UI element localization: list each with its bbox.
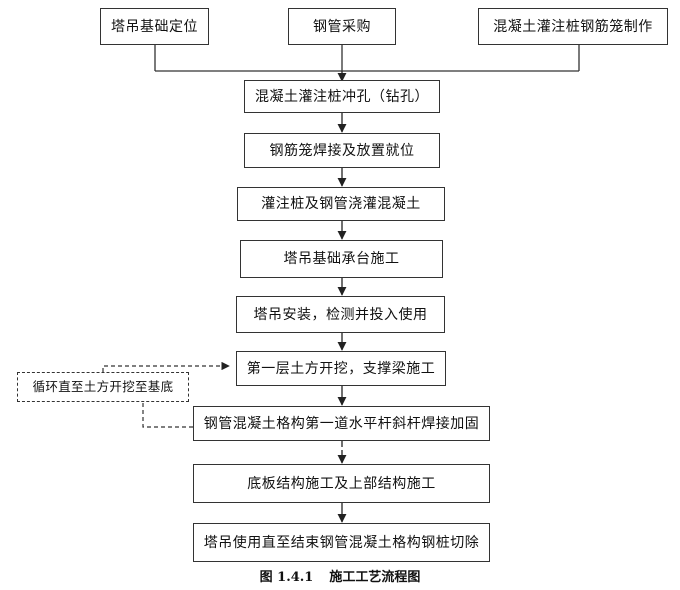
figure-number: 图 1.4.1	[259, 570, 314, 585]
figure-caption: 图 1.4.1 施工工艺流程图	[0, 566, 680, 585]
top-box-steel-pipe-procurement: 钢管采购	[288, 8, 396, 45]
step-9-lattice-pile-cutting: 塔吊使用直至结束钢管混凝土格构钢桩切除	[193, 523, 490, 562]
step-5-crane-installation: 塔吊安装，检测并投入使用	[236, 296, 445, 333]
loop-note-box: 循环直至土方开挖至基底	[17, 372, 189, 402]
loop-arrow-dashed	[102, 361, 230, 372]
step-6-excavation-support-beam: 第一层土方开挖，支撑梁施工	[236, 351, 446, 386]
step-4-crane-pile-cap: 塔吊基础承台施工	[240, 240, 443, 278]
step-2-rebar-cage-placement: 钢筋笼焊接及放置就位	[244, 133, 440, 168]
top-box-tower-crane-foundation-positioning: 塔吊基础定位	[100, 8, 209, 45]
top-box-rebar-cage-fabrication: 混凝土灌注桩钢筋笼制作	[478, 8, 668, 45]
step-3-concrete-pouring: 灌注桩及钢管浇灌混凝土	[237, 187, 445, 221]
step-7-lattice-bracing-welding: 钢管混凝土格构第一道水平杆斜杆焊接加固	[193, 406, 490, 441]
step-8-base-slab-superstructure: 底板结构施工及上部结构施工	[193, 464, 490, 503]
step-1-pile-drilling: 混凝土灌注桩冲孔（钻孔）	[244, 80, 440, 113]
figure-title: 施工工艺流程图	[329, 570, 421, 585]
loop-connector-dashed	[142, 402, 193, 428]
